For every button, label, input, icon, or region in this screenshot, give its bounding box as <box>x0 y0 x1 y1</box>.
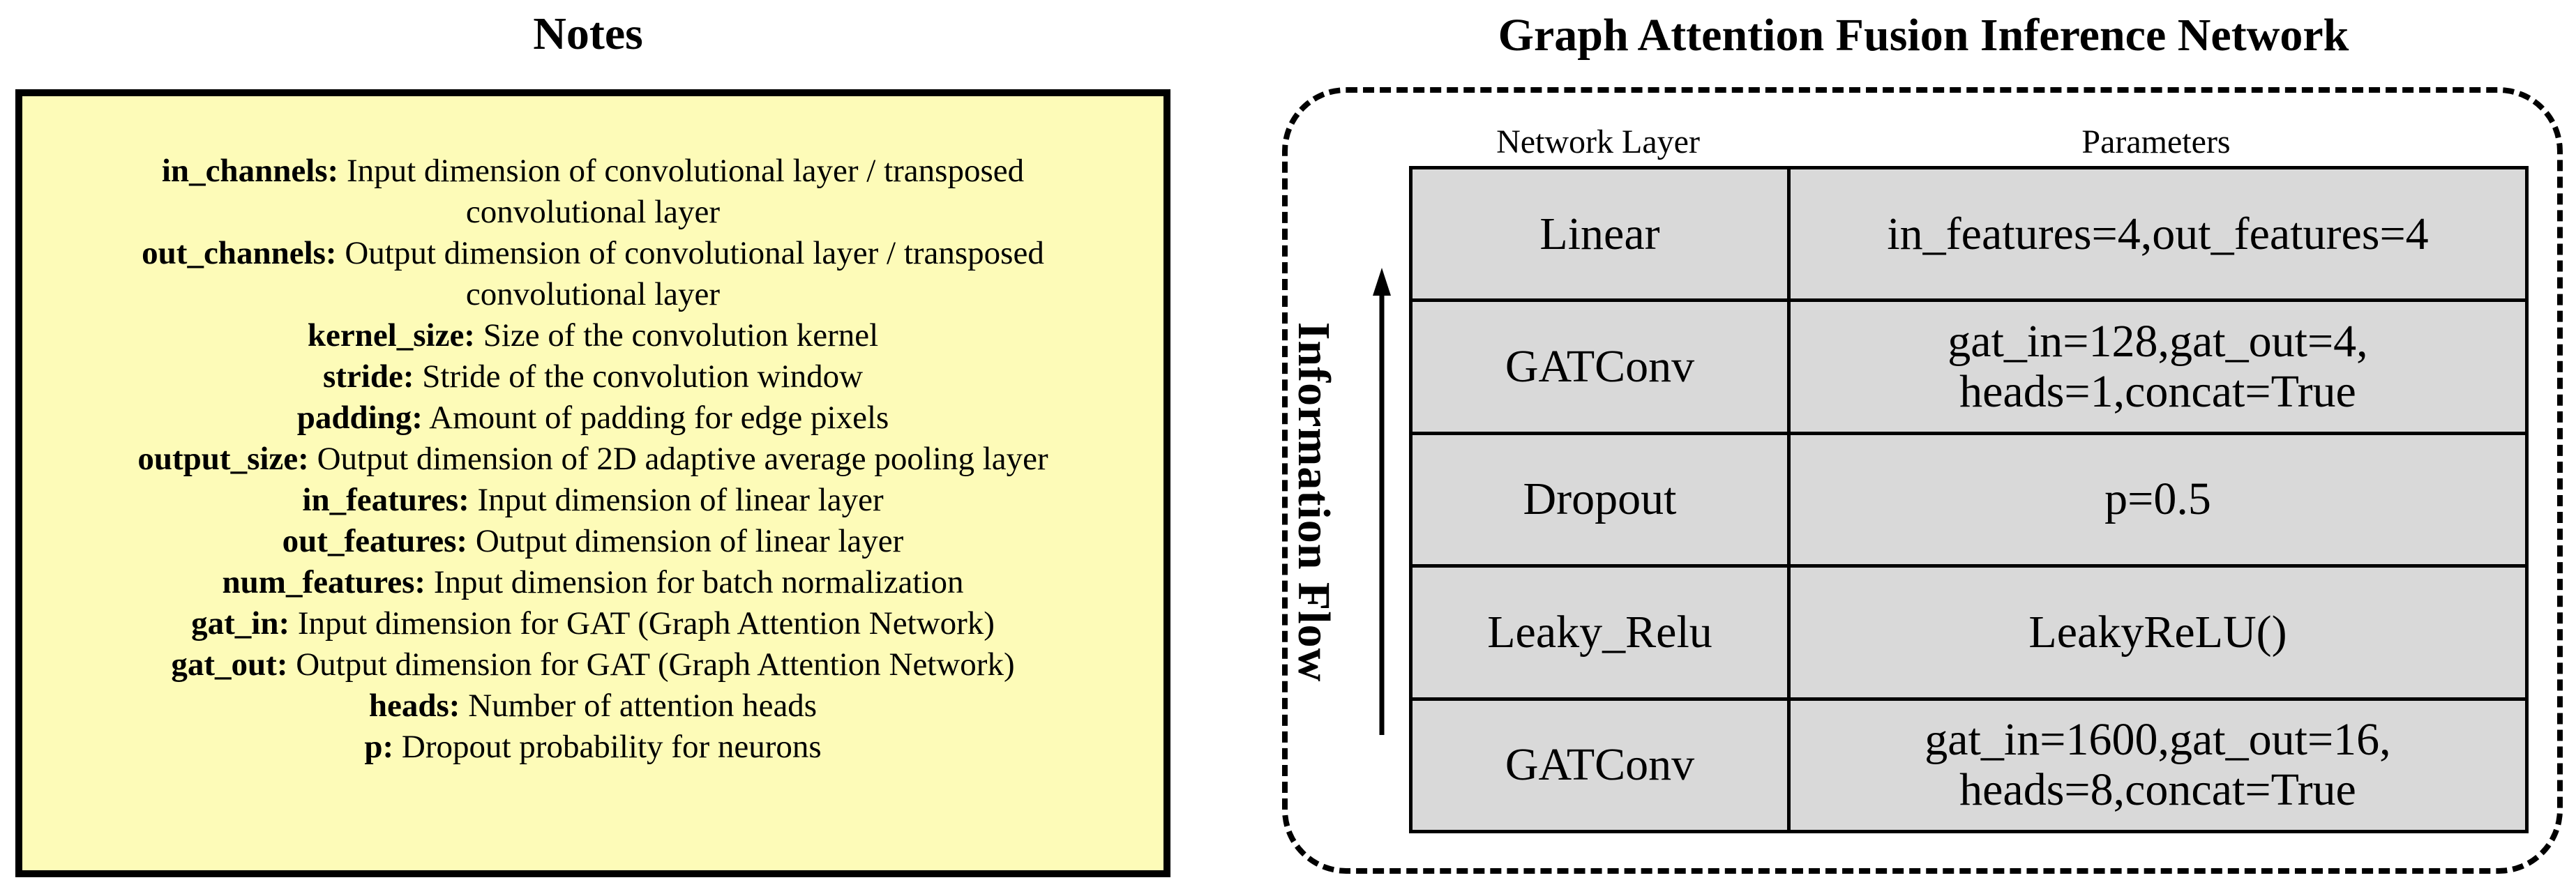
note-term: gat_out: <box>171 646 288 683</box>
note-description: Stride of the convolution window <box>422 358 864 395</box>
column-header-parameters: Parameters <box>2081 123 2231 160</box>
params-line: heads=8,concat=True <box>1959 764 2356 816</box>
note-stride: stride: Stride of the convolution window <box>50 356 1136 397</box>
note-heads: heads: Number of attention heads <box>50 685 1136 727</box>
note-padding: padding: Amount of padding for edge pixe… <box>50 397 1136 439</box>
layer-params-cell: gat_in=1600,gat_out=16,heads=8,concat=Tr… <box>1787 697 2529 833</box>
note-description: Output dimension of linear layer <box>475 523 904 559</box>
note-description: Input dimension for batch normalization <box>433 564 964 600</box>
params-line: gat_in=1600,gat_out=16, <box>1925 714 2391 766</box>
layer-params-cell: in_features=4,out_features=4 <box>1787 165 2529 303</box>
layer-name-cell: Linear <box>1409 165 1791 303</box>
note-term: num_features: <box>222 564 426 600</box>
note-term: kernel_size: <box>307 317 475 354</box>
note-term: stride: <box>322 358 414 395</box>
layer-row-gatconv-top: GATConv gat_in=128,gat_out=4,heads=1,con… <box>1409 298 2529 435</box>
layer-table: Linear in_features=4,out_features=4 GATC… <box>1409 165 2529 833</box>
note-kernel-size: kernel_size: Size of the convolution ker… <box>50 315 1136 356</box>
layer-params-cell: p=0.5 <box>1787 431 2529 568</box>
note-term: gat_in: <box>191 605 290 642</box>
note-out-features: out_features: Output dimension of linear… <box>50 521 1136 562</box>
note-output-size: output_size: Output dimension of 2D adap… <box>50 439 1136 480</box>
note-description: Input dimension of linear layer <box>477 482 884 518</box>
params-line: in_features=4,out_features=4 <box>1887 208 2429 259</box>
layer-name-cell: GATConv <box>1409 697 1791 833</box>
layer-row-dropout: Dropout p=0.5 <box>1409 431 2529 568</box>
note-in-channels: in_channels: Input dimension of convolut… <box>50 151 1136 233</box>
note-in-features: in_features: Input dimension of linear l… <box>50 480 1136 521</box>
note-gat-out: gat_out: Output dimension for GAT (Graph… <box>50 644 1136 685</box>
layer-name-cell: Dropout <box>1409 431 1791 568</box>
layer-params-cell: gat_in=128,gat_out=4,heads=1,concat=True <box>1787 298 2529 435</box>
layer-row-linear: Linear in_features=4,out_features=4 <box>1409 165 2529 303</box>
note-description: Input dimension of convolutional layer /… <box>346 153 1025 189</box>
note-gat-in: gat_in: Input dimension for GAT (Graph A… <box>50 603 1136 644</box>
notes-box: in_channels: Input dimension of convolut… <box>15 89 1170 877</box>
layer-name-cell: Leaky_Relu <box>1409 564 1791 701</box>
note-term: in_channels: <box>161 153 339 189</box>
params-line: heads=1,concat=True <box>1959 366 2356 418</box>
notes-title: Notes <box>533 8 643 59</box>
note-p: p: Dropout probability for neurons <box>50 727 1136 768</box>
note-term: out_channels: <box>142 235 337 271</box>
note-description: Number of attention heads <box>468 688 818 724</box>
notes-list: in_channels: Input dimension of convolut… <box>22 151 1163 768</box>
up-arrow-icon <box>1373 268 1391 735</box>
note-num-features: num_features: Input dimension for batch … <box>50 562 1136 603</box>
network-title: Graph Attention Fusion Inference Network <box>1498 10 2349 61</box>
params-line: LeakyReLU() <box>2028 606 2287 658</box>
layer-row-leaky-relu: Leaky_Relu LeakyReLU() <box>1409 564 2529 701</box>
note-term: p: <box>364 729 394 765</box>
note-description: Input dimension for GAT (Graph Attention… <box>297 605 995 642</box>
note-description: Amount of padding for edge pixels <box>429 400 889 436</box>
note-out-channels: out_channels: Output dimension of convol… <box>50 233 1136 315</box>
note-description-continued: convolutional layer <box>465 194 721 230</box>
note-description: Output dimension of convolutional layer … <box>345 235 1044 271</box>
note-description-continued: convolutional layer <box>465 276 721 312</box>
note-description: Dropout probability for neurons <box>401 729 822 765</box>
information-flow-text: Information Flow <box>1288 321 1339 683</box>
note-term: padding: <box>296 400 423 436</box>
note-description: Output dimension for GAT (Graph Attentio… <box>296 646 1015 683</box>
note-term: heads: <box>368 688 460 724</box>
note-term: out_features: <box>282 523 468 559</box>
network-frame <box>1282 87 2563 874</box>
note-term: in_features: <box>302 482 469 518</box>
note-description: Output dimension of 2D adaptive average … <box>317 441 1048 477</box>
params-line: p=0.5 <box>2104 473 2211 525</box>
layer-name-cell: GATConv <box>1409 298 1791 435</box>
column-header-network-layer: Network Layer <box>1496 123 1700 160</box>
params-line: gat_in=128,gat_out=4, <box>1948 316 2368 367</box>
note-description: Size of the convolution kernel <box>483 317 879 354</box>
layer-row-gatconv-bottom: GATConv gat_in=1600,gat_out=16,heads=8,c… <box>1409 697 2529 833</box>
layer-params-cell: LeakyReLU() <box>1787 564 2529 701</box>
note-term: output_size: <box>137 441 309 477</box>
